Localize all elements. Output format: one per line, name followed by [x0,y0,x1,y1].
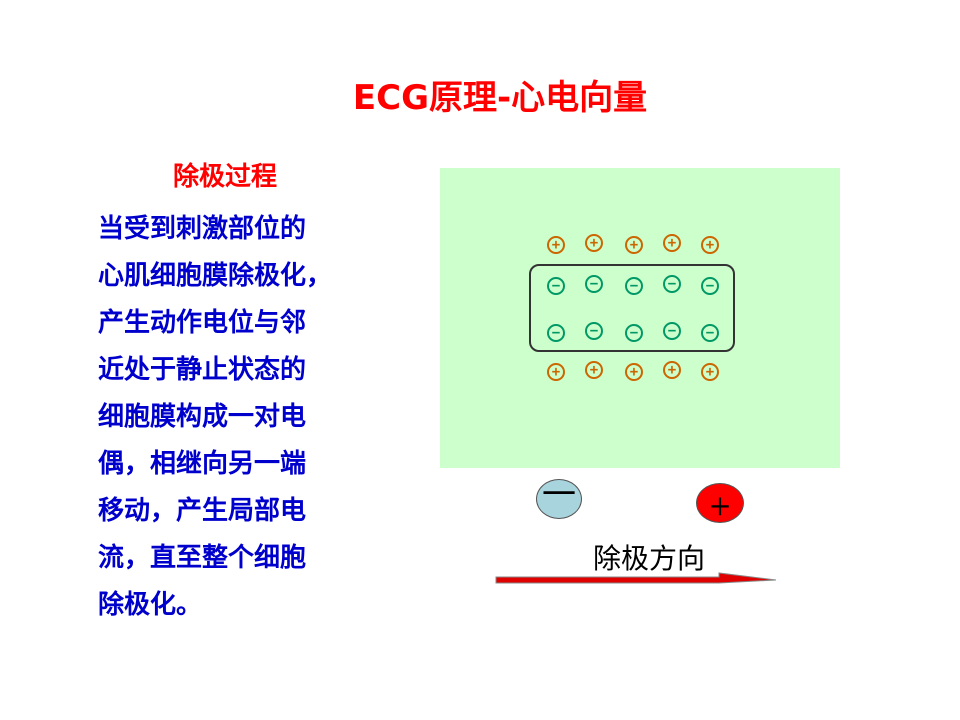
positive-charge-icon: + [585,361,603,379]
negative-charge-icon: − [663,322,681,340]
body-line: 细胞膜构成一对电 [98,402,307,432]
positive-charge-icon: + [701,363,719,381]
negative-charge-icon: − [625,277,643,295]
negative-charge-icon: − [701,277,719,295]
body-line: 移动，产生局部电 [98,496,307,526]
body-line: 除极化。 [98,590,203,620]
positive-charge-icon: + [663,234,681,252]
membrane-panel: + + + + + − − − − − − − − − − + + + + + [440,168,840,468]
body-line: 流，直至整个细胞 [98,543,307,573]
body-line: 偶，相继向另一端 [98,449,307,479]
positive-charge-icon: + [663,361,681,379]
body-line: 产生动作电位与邻 [98,308,307,338]
body-line: 近处于静止状态的 [98,355,307,385]
negative-charge-icon: − [585,275,603,293]
direction-arrow-icon [495,572,777,584]
negative-charge-icon: − [625,324,643,342]
cell-membrane [529,264,735,352]
positive-charge-icon: + [625,236,643,254]
body-line: 当受到刺激部位的 [98,214,307,244]
positive-charge-icon: + [547,363,565,381]
positive-charge-icon: + [701,236,719,254]
positive-charge-icon: + [625,363,643,381]
negative-electrode: 一 [536,478,582,519]
positive-electrode: + [696,483,744,523]
direction-label: 除极方向 [593,542,706,575]
positive-charge-icon: + [585,234,603,252]
positive-charge-icon: + [547,236,565,254]
body-text: 当受到刺激部位的 心肌细胞膜除极化， 产生动作电位与邻 近处于静止状态的 细胞膜… [98,206,332,629]
negative-charge-icon: − [663,275,681,293]
body-line: 心肌细胞膜除极化， [98,261,333,291]
slide-title: ECG原理-心电向量 [352,78,648,118]
slide-subtitle: 除极过程 [173,162,278,192]
negative-charge-icon: − [547,277,565,295]
negative-charge-icon: − [701,324,719,342]
negative-charge-icon: − [585,322,603,340]
negative-charge-icon: − [547,324,565,342]
